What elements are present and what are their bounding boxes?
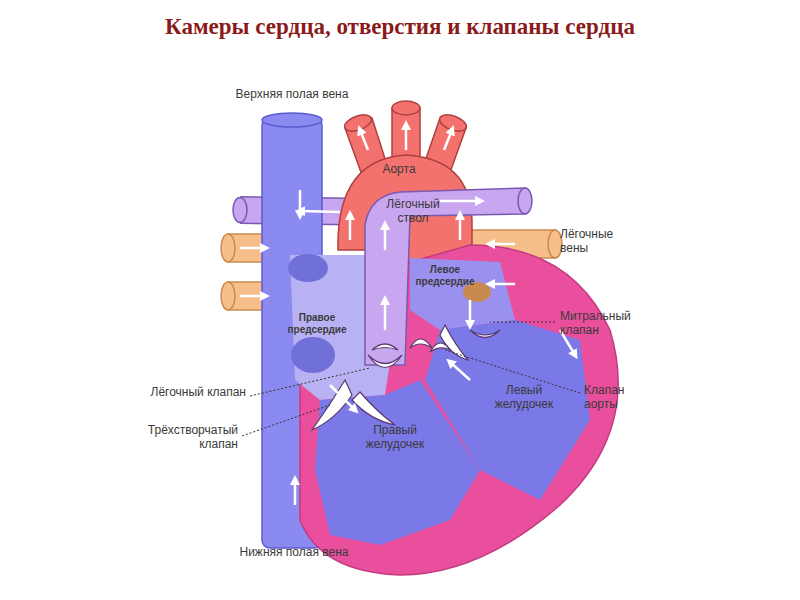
part-label: Аорта: [370, 163, 428, 177]
part-label: Клапан аорты: [584, 384, 654, 412]
part-label: Лёгочный ствол: [372, 198, 454, 226]
part-label: Лёгочные вены: [560, 228, 640, 256]
part-label: Лёгочный клапан: [150, 386, 246, 400]
part-label: Правый желудочек: [356, 424, 434, 452]
part-label: Левое предсердие: [414, 264, 476, 287]
part-label: Левый желудочек: [478, 384, 570, 412]
part-label: Нижняя полая вена: [236, 546, 352, 560]
title: Камеры сердца, отверстия и клапаны сердц…: [0, 14, 800, 40]
part-label: Верхняя полая вена: [232, 88, 352, 102]
part-label: Правое предсердие: [274, 312, 360, 335]
part-label: Трёхстворчатый клапан: [128, 424, 238, 452]
part-label: Митральный клапан: [560, 310, 660, 338]
